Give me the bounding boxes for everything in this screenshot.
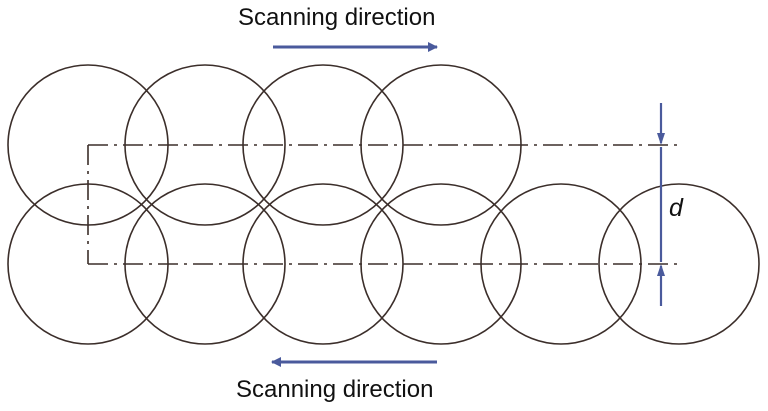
bottom-scanning-direction-label: Scanning direction bbox=[236, 376, 434, 403]
pitch-label: d bbox=[669, 194, 683, 222]
pitch-dimension bbox=[657, 103, 665, 306]
pitch-upper-arrowhead bbox=[657, 133, 665, 145]
top-scanning-direction-label: Scanning direction bbox=[238, 4, 436, 31]
bottom-circle-6 bbox=[598, 183, 760, 345]
scan-path bbox=[87, 144, 683, 265]
